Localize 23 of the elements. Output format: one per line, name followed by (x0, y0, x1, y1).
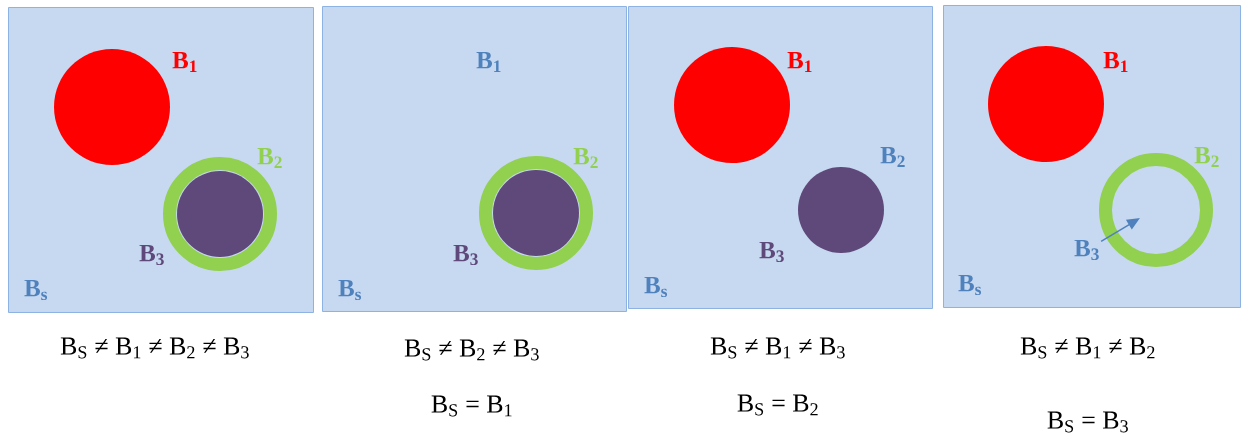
ring-label: B$_{2}$ (1194, 147, 1219, 167)
set-label: B$_{s}$ (24, 279, 48, 301)
equation: B$_{S}$ ≠ B$_{1}$ ≠ B$_{2}$ (1020, 337, 1155, 359)
equation: B$_{S}$ ≠ B$_{1}$ ≠ B$_{2}$ ≠ B$_{3}$ (60, 337, 249, 359)
circle-label: B$_{3}$ (453, 244, 478, 266)
circle-label: B$_{1}$ (172, 52, 197, 72)
circle-label: B$_{3}$ (759, 241, 784, 263)
equation: B$_{S}$ ≠ B$_{1}$ ≠ B$_{3}$ (710, 337, 845, 359)
set-label: B$_{3}$ (1074, 239, 1099, 261)
set-label: B$_{1}$ (476, 52, 501, 72)
equation: B$_{S}$ = B$_{1}$ (431, 395, 512, 417)
ring-label: B$_{2}$ (573, 148, 598, 168)
circle-label: B$_{3}$ (139, 244, 164, 266)
set-label: B$_{s}$ (958, 274, 982, 296)
set-label: B$_{s}$ (644, 276, 668, 298)
equation: B$_{S}$ = B$_{3}$ (1047, 411, 1128, 433)
equation: B$_{S}$ ≠ B$_{2}$ ≠ B$_{3}$ (404, 339, 539, 361)
circle-label: B$_{1}$ (787, 52, 812, 72)
set-label: B$_{2}$ (880, 147, 905, 167)
set-label: B$_{s}$ (338, 279, 362, 301)
equation: B$_{S}$ = B$_{2}$ (737, 394, 818, 416)
ring-label: B$_{2}$ (257, 148, 282, 168)
circle-label: B$_{1}$ (1103, 52, 1128, 72)
